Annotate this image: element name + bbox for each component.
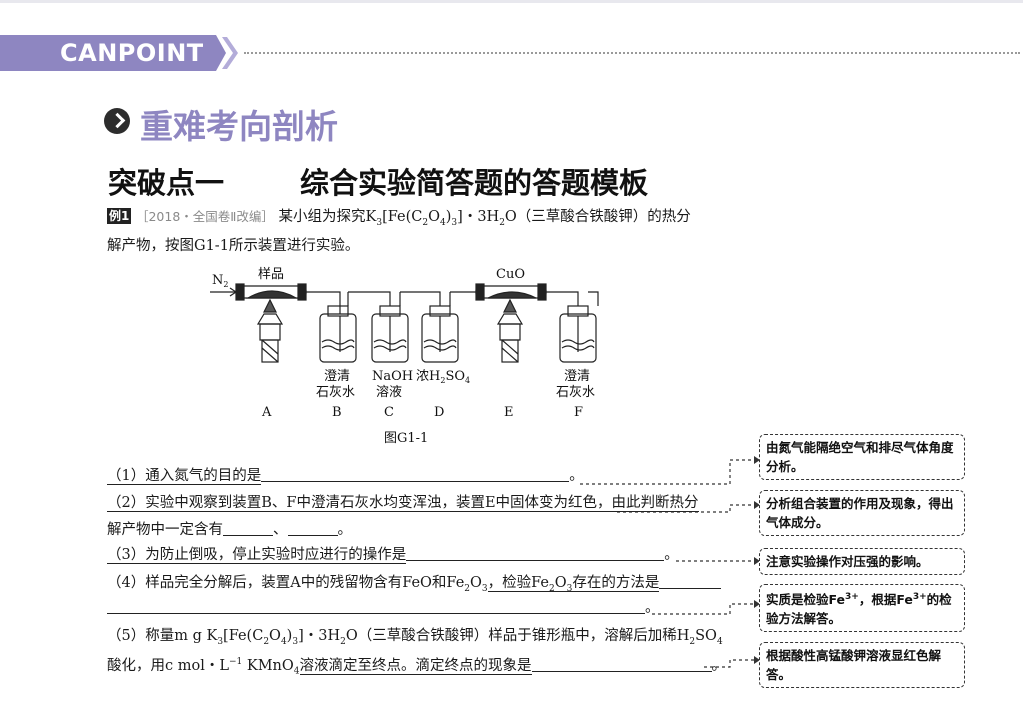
letter-e: E [504, 405, 514, 420]
example-stem: 某小组为探究K [278, 209, 377, 225]
question-5-text: ) [286, 628, 293, 644]
question-5-text: O [269, 628, 281, 644]
question-4-text: （4）样品完全分解后，装置A中的残留物含有FeO和Fe [107, 575, 465, 591]
question-1-text: （1）通入氮气的目的是 [107, 468, 262, 485]
question-1: （1）通入氮气的目的是 。 [107, 466, 584, 486]
breakpoint-title: 综合实验简答题的答题模板 [300, 166, 649, 200]
note-4-sup: 3+ [845, 592, 859, 602]
n2-label: N2 [212, 273, 228, 289]
question-4-text: O [554, 575, 567, 591]
question-3-text: （3）为防止倒吸，停止实验时应进行的操作是 [107, 547, 407, 564]
sample-label: 样品 [258, 267, 284, 282]
arrow-circle-icon [104, 108, 130, 134]
apparatus-figure: N2 样品 CuO 澄清 石灰水 NaOH 溶液 浓H2SO4 澄清 石灰水 A… [210, 267, 599, 446]
figure-caption: 图G1-1 [384, 431, 428, 446]
question-2-line-2: 解产物中一定含有 、 。 [107, 520, 352, 540]
question-4-text: 存在的方法是 [572, 575, 660, 591]
note-4-text: 的检验方法解答。 [766, 592, 952, 627]
brand-text: CANPOINT [60, 39, 204, 67]
brand-banner: CANPOINT [0, 35, 238, 71]
question-5-line-1: （5）称量m g K3[Fe(C2O4)3]・3H2O（三草酸合铁酸钾）样品于锥… [107, 628, 723, 647]
note-1: 由氮气能隔绝空气和排尽气体角度分析。 [759, 434, 965, 480]
letter-f: F [574, 405, 583, 420]
question-5-text: （5）称量m g K [107, 628, 218, 644]
question-5-text-2: 酸化，用c mol・L [107, 657, 229, 674]
bottle-c-label-1: NaOH [372, 369, 413, 384]
period: 。 [569, 468, 584, 484]
period: 。 [664, 547, 679, 563]
example-badge: 例1 [107, 208, 132, 224]
breakpoint-label: 突破点一 [108, 166, 225, 200]
bottle-c-label-2: 溶液 [376, 385, 402, 400]
answer-blank-4a[interactable] [659, 573, 722, 589]
question-4-text: O [470, 575, 482, 591]
question-2-text-2: 解产物中一定含有 [107, 522, 223, 538]
letter-c: C [384, 405, 394, 420]
period: 。 [711, 657, 727, 674]
answer-blank-2a[interactable] [223, 520, 273, 536]
period: 。 [645, 600, 660, 616]
example-stem: [Fe(C [382, 209, 423, 225]
question-5-text-2: KMnO [246, 657, 294, 674]
question-5-text: [Fe(C [223, 628, 264, 644]
answer-blank-5[interactable] [531, 656, 712, 672]
question-4-line-2: 。 [107, 598, 660, 618]
separator: 、 [273, 522, 288, 538]
dotted-divider [244, 52, 1020, 54]
example-stem: ]・3H [457, 209, 500, 225]
cuo-label: CuO [496, 267, 525, 282]
bottle-f-label-1: 澄清 [564, 369, 590, 384]
example-line-2: 解产物，按图G1-1所示装置进行实验。 [107, 238, 360, 254]
question-3: （3）为防止倒吸，停止实验时应进行的操作是 。 [107, 545, 679, 565]
example-stem: O（三草酸合铁酸钾）的热分 [504, 209, 691, 225]
bottle-f-label-2: 石灰水 [556, 385, 595, 400]
brand-banner-bg [0, 35, 226, 71]
question-4-text: ，检验Fe [487, 575, 549, 591]
question-5-text: O（三草酸合铁酸钾）样品于锥形瓶中，溶解后加稀H [345, 628, 690, 644]
example-source: ［2018・全国卷Ⅱ改编］ [135, 209, 274, 224]
question-5-text: ]・3H [298, 628, 341, 644]
bottle-d-label: 浓H2SO4 [416, 369, 470, 385]
note-2: 分析组合装置的作用及现象，得出气体成分。 [759, 490, 965, 536]
note-4: 实质是检验Fe3+，根据Fe3+的检验方法解答。 [759, 584, 965, 633]
answer-blank-2b[interactable] [287, 520, 338, 536]
top-border [0, 0, 1023, 3]
bottle-b-label-2: 石灰水 [316, 385, 355, 400]
question-2-text: （2）实验中观察到装置B、F中澄清石灰水均变浑浊，装置E中固体变为红色，由此判断… [107, 495, 699, 512]
example-stem: O [428, 209, 441, 225]
question-2-line-1: （2）实验中观察到装置B、F中澄清石灰水均变浑浊，装置E中固体变为红色，由此判断… [107, 493, 699, 513]
period: 。 [337, 522, 353, 538]
question-5-line-2: 酸化，用c mol・L−1 KMnO4溶液滴定至终点。滴定终点的现象是。 [107, 656, 727, 677]
note-3: 注意实验操作对压强的影响。 [759, 548, 965, 575]
letter-d: D [434, 405, 444, 420]
answer-blank-1[interactable] [261, 466, 570, 482]
example-stem: ) [445, 209, 452, 225]
bottle-b-label-1: 澄清 [324, 369, 350, 384]
answer-blank-3[interactable] [406, 545, 665, 561]
note-5: 根据酸性高锰酸钾溶液显红色解答。 [759, 642, 965, 688]
question-4-line-1: （4）样品完全分解后，装置A中的残留物含有FeO和Fe2O3，检验Fe2O3存在… [107, 573, 722, 599]
note-4-sup: 3+ [912, 592, 927, 602]
question-5-text: SO [695, 628, 717, 644]
letter-b: B [332, 405, 342, 420]
note-4-text: 实质是检验Fe [766, 592, 846, 608]
section-title: 重难考向剖析 [140, 107, 338, 146]
question-5-text-2: 溶液滴定至终点。滴定终点的现象是 [299, 657, 532, 675]
example-line-1: 例1 ［2018・全国卷Ⅱ改编］ 某小组为探究K3[Fe(C2O4)3]・3H2… [107, 208, 691, 228]
letter-a: A [261, 405, 272, 420]
note-4-text: ，根据Fe [858, 592, 913, 608]
answer-blank-4b[interactable] [107, 598, 645, 614]
